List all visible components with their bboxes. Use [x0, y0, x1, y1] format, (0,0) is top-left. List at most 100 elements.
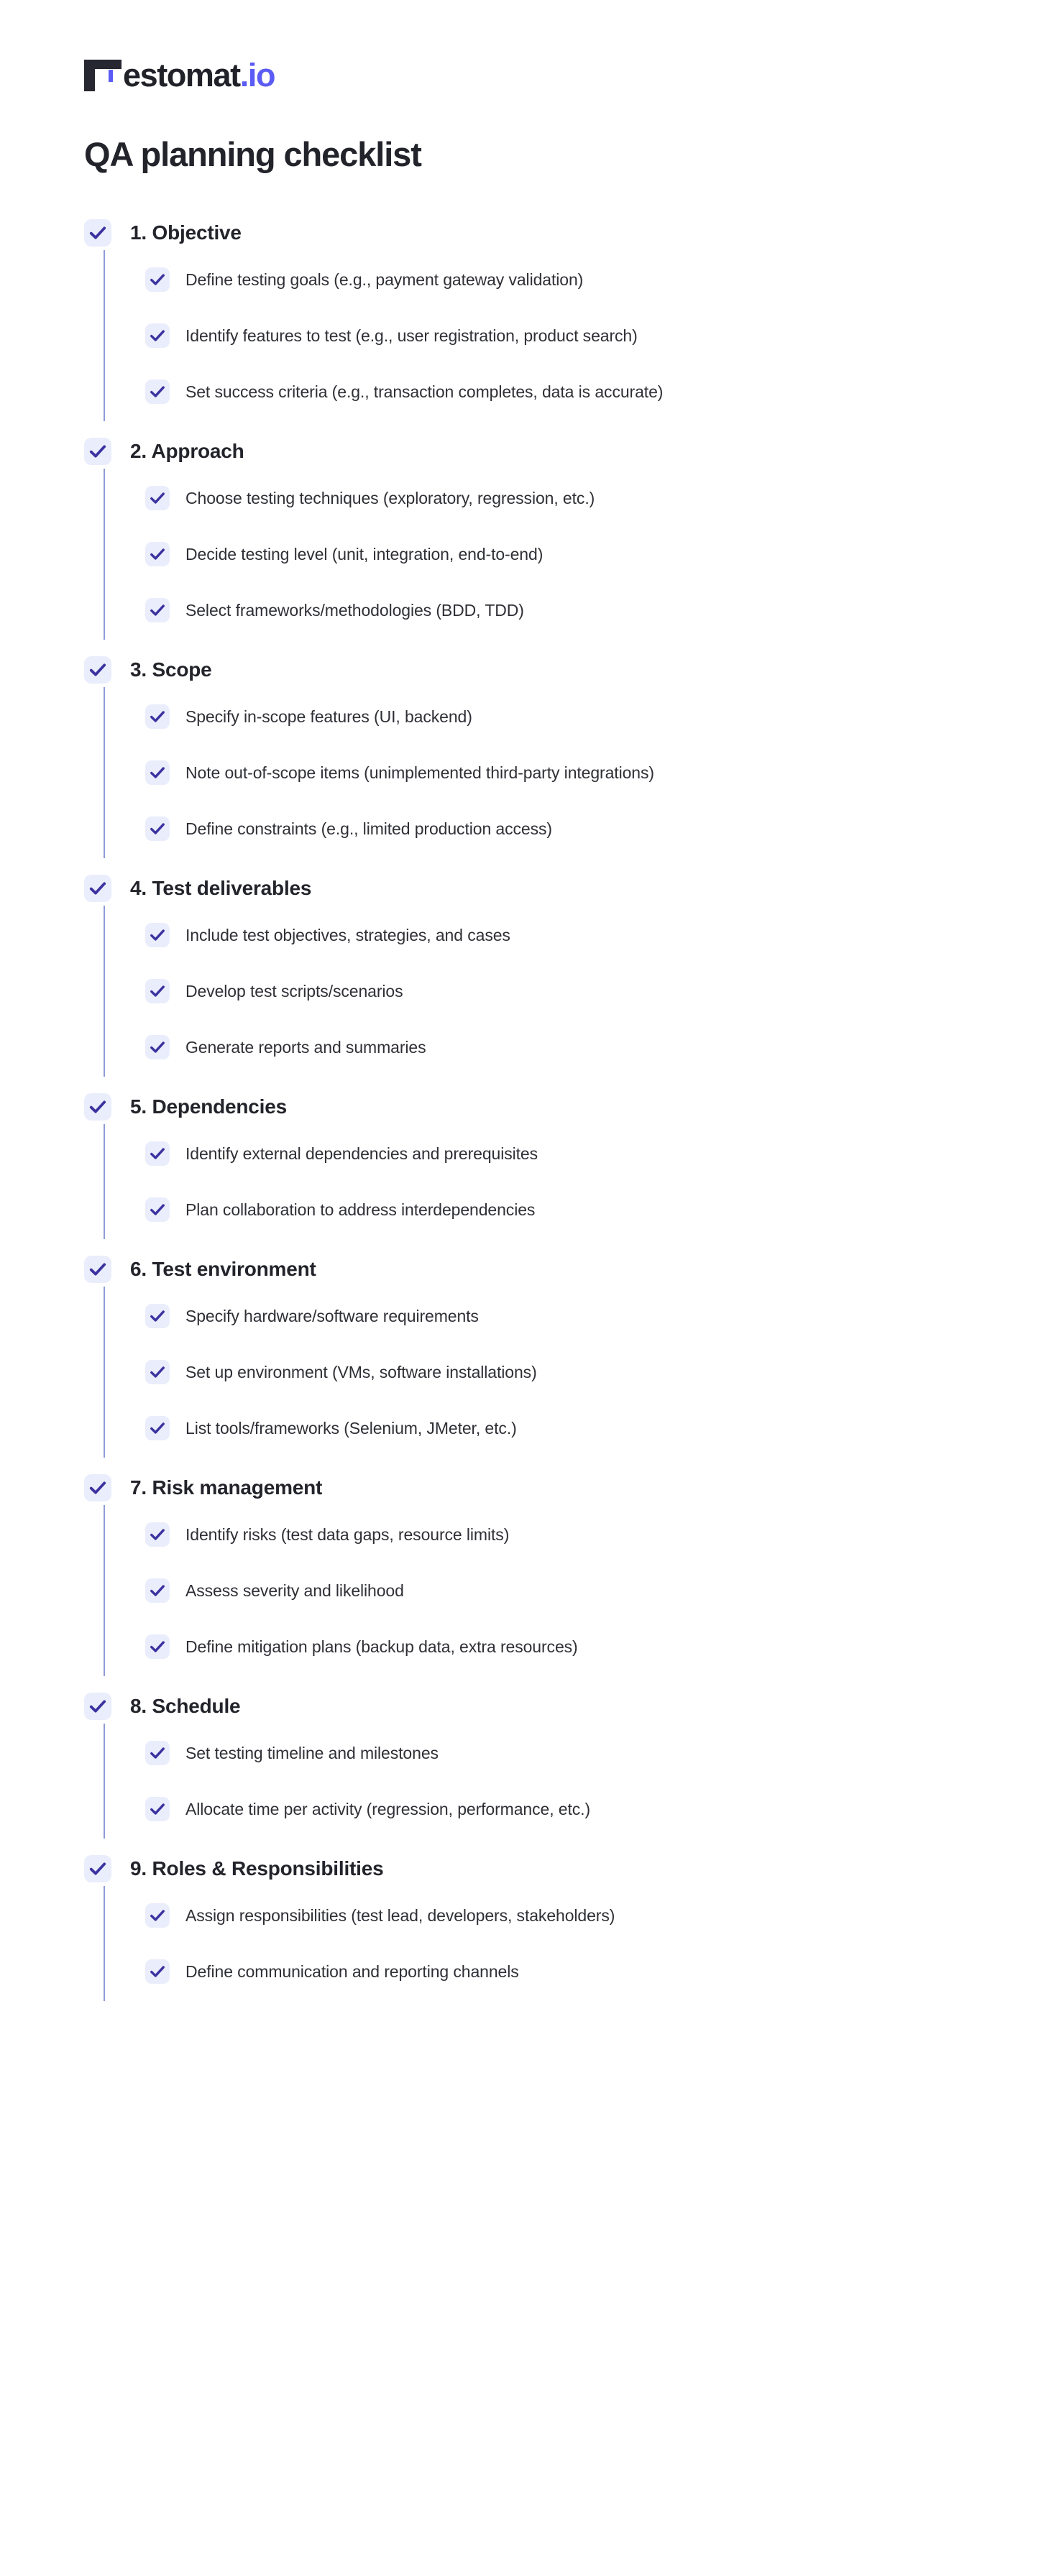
section-items: Identify external dependencies and prere…	[0, 1124, 1064, 1252]
section-header[interactable]: 4. Test deliverables	[0, 871, 1064, 906]
checklist-item[interactable]: Identify risks (test data gaps, resource…	[84, 1519, 1064, 1550]
checklist-item-label: Note out-of-scope items (unimplemented t…	[185, 763, 654, 782]
logo-wordmark-dark: estomat	[123, 57, 241, 93]
item-checkbox-icon[interactable]	[145, 598, 170, 622]
checklist-item[interactable]: Select frameworks/methodologies (BDD, TD…	[84, 595, 1064, 625]
checklist-item[interactable]: Include test objectives, strategies, and…	[84, 920, 1064, 950]
item-checkbox-icon[interactable]	[145, 816, 170, 841]
checklist-item[interactable]: Plan collaboration to address interdepen…	[84, 1195, 1064, 1225]
checklist-item-label: List tools/frameworks (Selenium, JMeter,…	[185, 1418, 517, 1438]
page-title: QA planning checklist	[84, 135, 422, 173]
item-checkbox-icon[interactable]	[145, 760, 170, 785]
section-title: 8. Schedule	[130, 1695, 241, 1717]
checklist-item[interactable]: Decide testing level (unit, integration,…	[84, 539, 1064, 569]
checklist-item[interactable]: Note out-of-scope items (unimplemented t…	[84, 758, 1064, 788]
checklist-item[interactable]: Define testing goals (e.g., payment gate…	[84, 264, 1064, 295]
checklist-item[interactable]: Identify external dependencies and prere…	[84, 1138, 1064, 1169]
item-checkbox-icon[interactable]	[145, 1522, 170, 1547]
checklist-item[interactable]: Assign responsibilities (test lead, deve…	[84, 1900, 1064, 1931]
checklist-item[interactable]: Allocate time per activity (regression, …	[84, 1794, 1064, 1824]
checklist-item[interactable]: Set up environment (VMs, software instal…	[84, 1357, 1064, 1387]
item-checkbox-icon[interactable]	[145, 1634, 170, 1659]
item-checkbox-icon[interactable]	[145, 1959, 170, 1984]
section-checkbox-icon[interactable]	[84, 438, 111, 465]
checklist-item[interactable]: Define mitigation plans (backup data, ex…	[84, 1632, 1064, 1662]
checklist-item-label: Identify external dependencies and prere…	[185, 1144, 538, 1163]
section-items: Define testing goals (e.g., payment gate…	[0, 250, 1064, 434]
logo-wordmark: estomat.io	[123, 57, 276, 93]
checklist-item-label: Specify hardware/software requirements	[185, 1306, 479, 1325]
section-header[interactable]: 1. Objective	[0, 216, 1064, 250]
section-header[interactable]: 9. Roles & Responsibilities	[0, 1852, 1064, 1886]
section-checkbox-icon[interactable]	[84, 219, 111, 247]
checklist-item[interactable]: Identify features to test (e.g., user re…	[84, 321, 1064, 351]
section-title: 9. Roles & Responsibilities	[130, 1857, 384, 1880]
logo-wordmark-accent: .io	[239, 57, 276, 93]
item-checkbox-icon[interactable]	[145, 1304, 170, 1328]
section-checkbox-icon[interactable]	[84, 875, 111, 902]
section-header[interactable]: 2. Approach	[0, 434, 1064, 469]
item-checkbox-icon[interactable]	[145, 1741, 170, 1765]
item-checkbox-icon[interactable]	[145, 1416, 170, 1440]
checklist-item[interactable]: Generate reports and summaries	[84, 1032, 1064, 1062]
checklist-item[interactable]: Specify hardware/software requirements	[84, 1301, 1064, 1331]
item-checkbox-icon[interactable]	[145, 1578, 170, 1603]
checklist-item-label: Define mitigation plans (backup data, ex…	[185, 1637, 578, 1656]
checklist-item[interactable]: List tools/frameworks (Selenium, JMeter,…	[84, 1413, 1064, 1443]
checklist-item[interactable]: Set success criteria (e.g., transaction …	[84, 377, 1064, 407]
section-title: 4. Test deliverables	[130, 877, 312, 899]
item-checkbox-icon[interactable]	[145, 1360, 170, 1384]
item-checkbox-icon[interactable]	[145, 1903, 170, 1928]
section-checkbox-icon[interactable]	[84, 656, 111, 684]
checklist-item-label: Generate reports and summaries	[185, 1037, 426, 1057]
checklist-item[interactable]: Set testing timeline and milestones	[84, 1738, 1064, 1768]
checklist-item-label: Include test objectives, strategies, and…	[185, 925, 510, 944]
item-checkbox-icon[interactable]	[145, 704, 170, 729]
checklist-item-label: Define communication and reporting chann…	[185, 1961, 519, 1981]
item-checkbox-icon[interactable]	[145, 923, 170, 947]
section-title: 6. Test environment	[130, 1258, 316, 1280]
item-checkbox-icon[interactable]	[145, 542, 170, 566]
section-checkbox-icon[interactable]	[84, 1256, 111, 1283]
checklist-item[interactable]: Define constraints (e.g., limited produc…	[84, 814, 1064, 844]
section-header[interactable]: 3. Scope	[0, 653, 1064, 687]
checklist-item-label: Decide testing level (unit, integration,…	[185, 544, 544, 564]
checklist-item[interactable]: Choose testing techniques (exploratory, …	[84, 483, 1064, 513]
section-checkbox-icon[interactable]	[84, 1855, 111, 1882]
testomat-logo: estomat.io	[84, 56, 275, 95]
section-checkbox-icon[interactable]	[84, 1474, 111, 1501]
checklist-item-label: Identify features to test (e.g., user re…	[185, 326, 638, 345]
item-checkbox-icon[interactable]	[145, 1197, 170, 1222]
checklist-item[interactable]: Define communication and reporting chann…	[84, 1956, 1064, 1987]
section-header[interactable]: 5. Dependencies	[0, 1090, 1064, 1124]
checklist-item-label: Define testing goals (e.g., payment gate…	[185, 270, 584, 289]
section-header[interactable]: 6. Test environment	[0, 1252, 1064, 1287]
item-checkbox-icon[interactable]	[145, 486, 170, 510]
item-checkbox-icon[interactable]	[145, 979, 170, 1003]
checklist-item[interactable]: Assess severity and likelihood	[84, 1576, 1064, 1606]
section-checkbox-icon[interactable]	[84, 1093, 111, 1121]
item-checkbox-icon[interactable]	[145, 267, 170, 292]
section-checkbox-icon[interactable]	[84, 1693, 111, 1720]
item-checkbox-icon[interactable]	[145, 1141, 170, 1166]
section-header[interactable]: 8. Schedule	[0, 1689, 1064, 1724]
checklist-item-label: Allocate time per activity (regression, …	[185, 1799, 591, 1818]
item-checkbox-icon[interactable]	[145, 1035, 170, 1059]
section-title: 2. Approach	[130, 440, 244, 462]
checklist-item[interactable]: Develop test scripts/scenarios	[84, 976, 1064, 1006]
item-checkbox-icon[interactable]	[145, 323, 170, 348]
section-header[interactable]: 7. Risk management	[0, 1471, 1064, 1505]
item-checkbox-icon[interactable]	[145, 380, 170, 404]
item-checkbox-icon[interactable]	[145, 1797, 170, 1821]
checklist-item[interactable]: Specify in-scope features (UI, backend)	[84, 702, 1064, 732]
section-title: 7. Risk management	[130, 1476, 323, 1499]
